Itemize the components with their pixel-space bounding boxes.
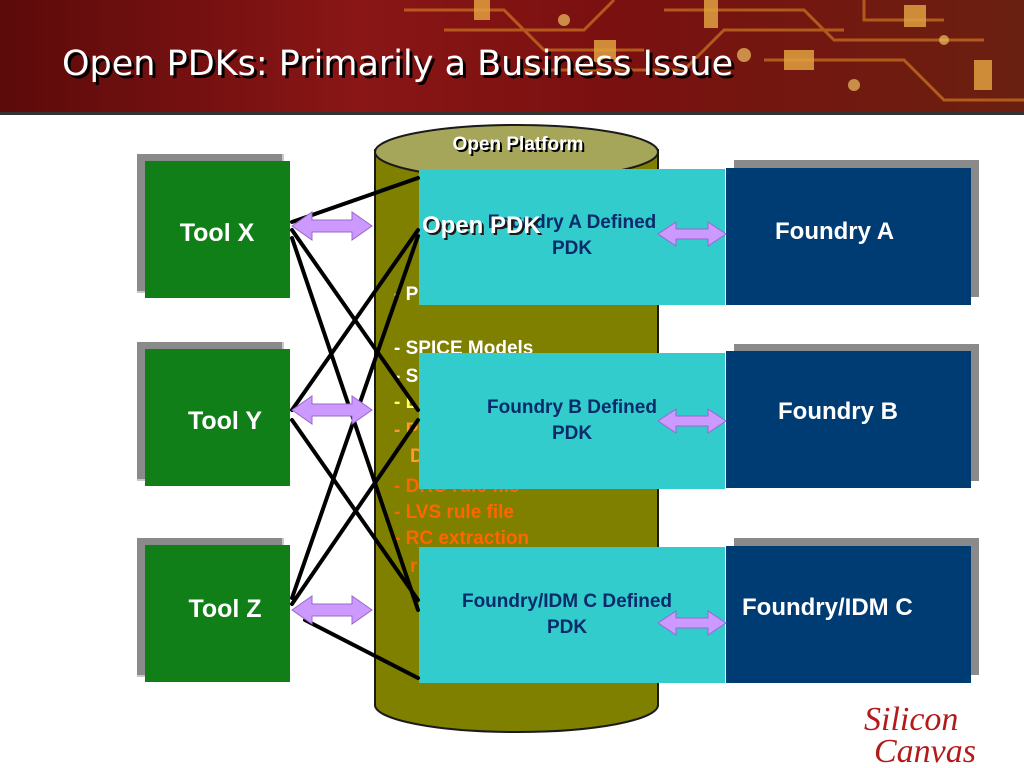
foundry-a-arrow xyxy=(657,221,727,247)
double-arrows xyxy=(291,211,727,636)
slide-header xyxy=(0,0,1024,112)
pdk-b-line1: Foundry B Defined xyxy=(487,397,657,418)
header-divider xyxy=(0,112,1024,115)
pdk-a-label: Foundry A Defined PDK xyxy=(419,210,725,262)
connector-line xyxy=(303,618,420,680)
tool-x-arrow xyxy=(291,211,373,241)
tool-z-label: Tool Z xyxy=(188,595,262,623)
tool-z-arrow xyxy=(291,595,373,625)
logo-line1: Silicon xyxy=(864,701,958,738)
open-pdk-label: Open PDK xyxy=(422,212,541,239)
circuit-board-art xyxy=(404,0,1024,102)
list-item: - LVS rule file xyxy=(394,502,515,523)
pdk-c-line2: PDK xyxy=(546,617,588,638)
connector-line xyxy=(290,236,420,612)
foundry-c-label: Foundry/IDM C xyxy=(742,594,913,621)
foundry-b-box xyxy=(726,351,971,488)
connector-line xyxy=(290,418,420,606)
tool-z-box xyxy=(145,545,290,682)
foundry-c-box xyxy=(726,546,971,683)
tool-y-label: Tool Y xyxy=(187,407,263,435)
pdk-a-line2: PDK xyxy=(551,238,593,259)
pdk-b-line2: PDK xyxy=(551,423,593,444)
foundry-a-box xyxy=(726,168,971,305)
slide-title: Open PDKs: Primarily a Business Issue xyxy=(62,44,734,84)
pdk-c-line1: Foundry/IDM C Defined xyxy=(461,591,673,612)
list-item: - RC extraction xyxy=(394,528,530,549)
tool-y-arrow xyxy=(291,395,373,425)
silicon-canvas-logo: Silicon Canvas xyxy=(864,701,976,766)
tool-y-box xyxy=(145,349,290,486)
open-platform-label: Open Platform xyxy=(452,134,584,155)
pdk-c-label: Foundry/IDM C Defined PDK xyxy=(414,589,720,641)
pdk-a-line1: Foundry A Defined xyxy=(487,212,657,233)
foundry-b-arrow xyxy=(657,408,727,434)
logo-line2: Canvas xyxy=(874,733,976,766)
tool-x-label: Tool X xyxy=(179,219,255,247)
connector-lines xyxy=(290,176,420,680)
foundry-b-label: Foundry B xyxy=(778,398,898,425)
connector-line xyxy=(290,176,420,224)
pdk-b-label: Foundry B Defined PDK xyxy=(419,395,725,447)
foundry-a-label: Foundry A xyxy=(775,218,895,245)
list-item: r xyxy=(410,556,418,577)
foundry-c-arrow xyxy=(657,610,727,636)
connector-line xyxy=(290,228,420,412)
tool-x-box xyxy=(145,161,290,298)
